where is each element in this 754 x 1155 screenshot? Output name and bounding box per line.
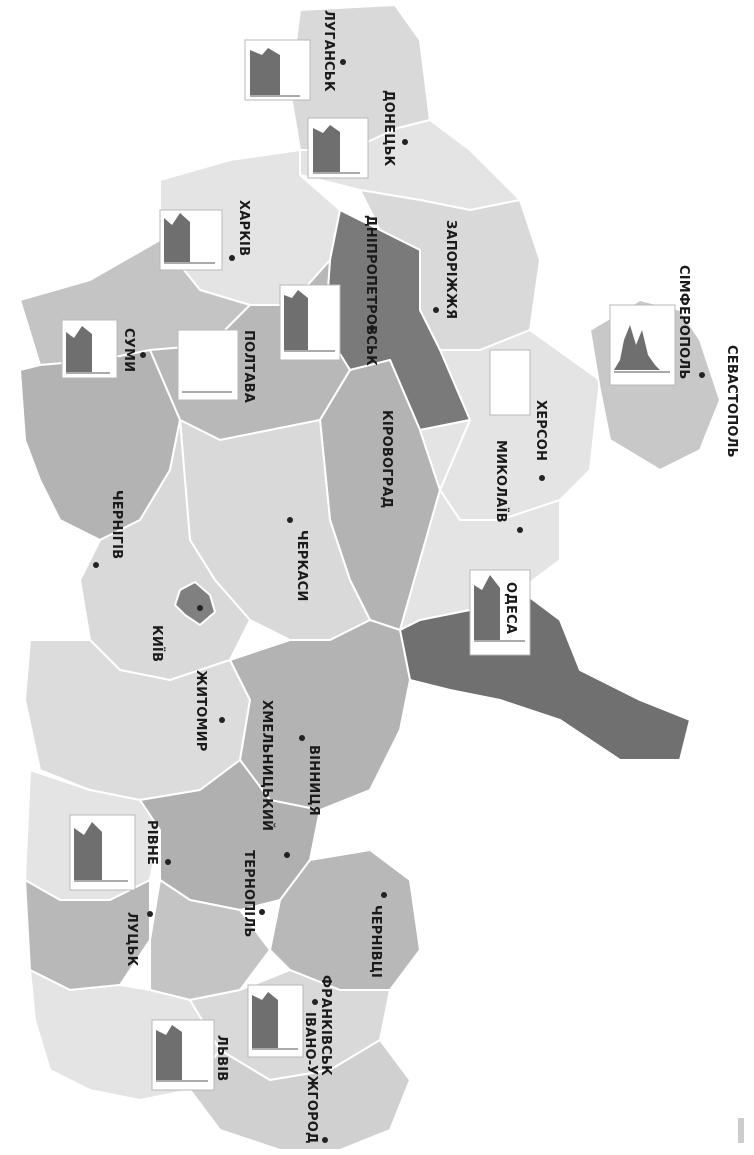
city-dot-ternopil: [259, 909, 265, 915]
inset-chart-rivne: [69, 814, 136, 891]
city-dot-khmelnytskyi: [284, 852, 290, 858]
city-labels: ЛУГАНСЬК ДОНЕЦЬК ХАРКІВ ЗАПОРІЖЖЯ ДНІПРО…: [109, 10, 739, 1144]
city-dot-rivne: [165, 859, 171, 865]
region-odesa: [399, 589, 691, 761]
inset-chart-ivano-frankivsk: [247, 984, 304, 1058]
city-dots: [93, 59, 705, 1143]
city-label-cherkasy: ЧЕРКАСИ: [294, 530, 309, 601]
inset-chart-dnipropetrovsk: [279, 284, 341, 361]
regions: [19, 4, 721, 1151]
city-label-sevastopol: СЕВАСТОПОЛЬ: [724, 345, 739, 458]
inset-chart-poltava: [177, 329, 239, 401]
city-label-vinnytsia: ВІННИЦЯ: [306, 745, 321, 816]
city-label-kyiv: КИЇВ: [149, 625, 165, 662]
city-label-chernivtsi: ЧЕРНІВЦІ: [368, 905, 383, 978]
region-zakarpattia: [189, 1039, 411, 1151]
city-dot-ivano-frankivsk: [312, 999, 318, 1005]
city-dot-sumy: [140, 352, 146, 358]
city-dot-kharkiv: [229, 255, 235, 261]
city-dot-uzhhorod: [322, 1137, 328, 1143]
city-label-kharkiv: ХАРКІВ: [236, 200, 251, 256]
city-label-zaporizhzhia: ЗАПОРІЖЖЯ: [443, 220, 458, 319]
city-dot-dnipropetrovsk: [369, 325, 375, 331]
city-label-dnipropetrovsk: ДНІПРОПЕТРОВСЬК: [363, 215, 378, 366]
city-dot-chernihiv: [93, 562, 99, 568]
city-dot-mykolaiv: [517, 527, 523, 533]
city-label-kherson: ХЕРСОН: [533, 400, 548, 461]
city-label-kirovohrad: КІРОВОГРАД: [379, 410, 394, 508]
inset-chart-kharkiv: [159, 209, 223, 271]
city-label-poltava: ПОЛТАВА: [241, 330, 256, 403]
city-label-luhansk: ЛУГАНСЬК: [321, 10, 336, 92]
inset-chart-simferopol: [609, 304, 676, 386]
city-label-khmelnytskyi: ХМЕЛЬНИЦЬКИЙ: [259, 700, 275, 831]
city-dot-vinnytsia: [299, 735, 305, 741]
city-label-ternopil: ТЕРНОПІЛЬ: [241, 850, 256, 937]
city-dot-zhytomyr: [219, 717, 225, 723]
city-label-ivano-frankivsk-2: ФРАНКІВСЬК: [318, 975, 333, 1076]
city-dot-kherson: [539, 475, 545, 481]
city-dot-donetsk: [402, 139, 408, 145]
city-dot-zaporizhzhia: [433, 307, 439, 313]
corner-mark: [738, 1118, 744, 1143]
city-dot-lutsk: [147, 911, 153, 917]
city-label-chernihiv: ЧЕРНІГІВ: [109, 490, 124, 559]
inset-chart-odesa: [469, 569, 531, 656]
inset-chart-luhansk: [244, 39, 311, 101]
city-label-sumy: СУМИ: [121, 328, 136, 372]
inset-chart-kherson: [489, 349, 531, 416]
city-label-donetsk: ДОНЕЦЬК: [381, 90, 396, 167]
region-kyiv-city: [174, 581, 216, 626]
inset-chart-lviv: [151, 1019, 215, 1091]
inset-charts: [61, 39, 676, 1091]
city-label-uzhhorod: УЖГОРОД: [304, 1065, 319, 1144]
city-label-odesa: ОДЕСА: [503, 582, 518, 634]
city-label-lutsk: ЛУЦЬК: [124, 912, 139, 967]
city-dot-chernivtsi: [381, 892, 387, 898]
city-dot-cherkasy: [287, 517, 293, 523]
city-label-lviv: ЛЬВІВ: [214, 1035, 229, 1081]
city-label-mykolaiv: МИКОЛАЇВ: [493, 440, 509, 523]
city-dot-kyiv: [197, 605, 203, 611]
inset-chart-sumy: [61, 319, 118, 379]
city-label-ivano-frankivsk-1: ІВАНО-: [302, 1012, 317, 1065]
region-chernivtsi: [269, 849, 421, 991]
city-dot-simferopol: [699, 372, 705, 378]
city-dot-luhansk: [340, 59, 346, 65]
inset-chart-donetsk: [307, 117, 369, 179]
city-label-rivne: РІВНЕ: [144, 820, 159, 865]
city-label-simferopol: СІМФЕРОПОЛЬ: [676, 265, 691, 380]
city-label-zhytomyr: ЖИТОМИР: [193, 670, 208, 751]
